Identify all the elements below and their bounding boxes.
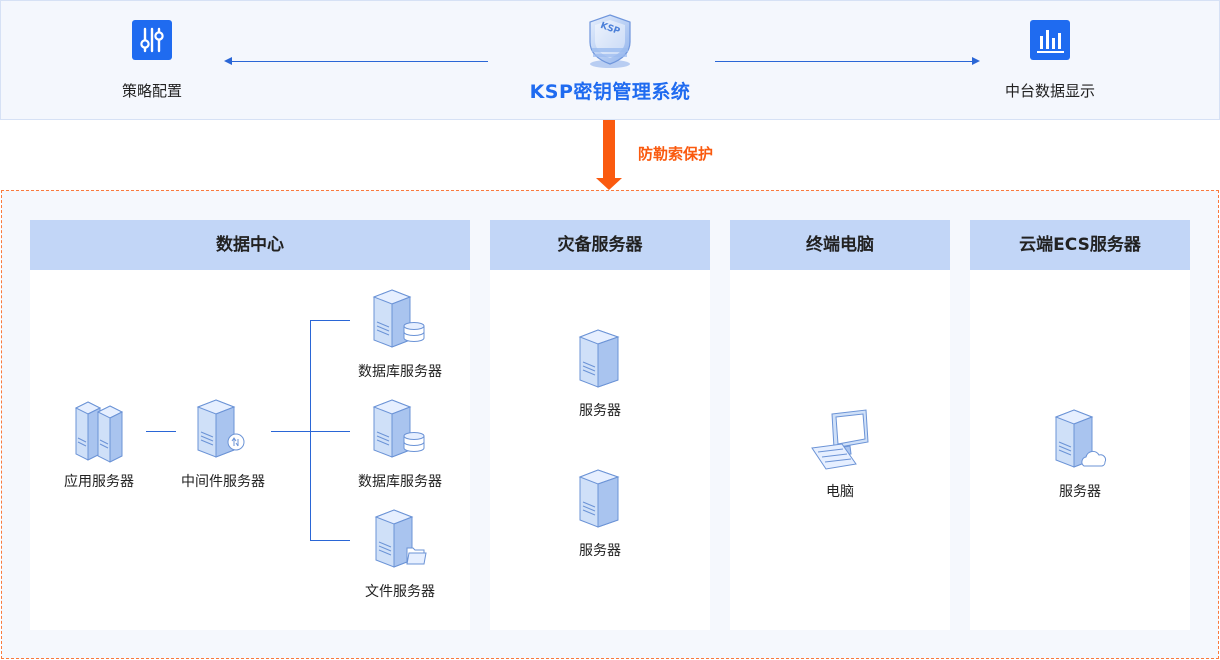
protection-label: 防勒索保护 xyxy=(638,145,714,163)
arrow-head-left xyxy=(224,57,232,65)
arrow-line-right xyxy=(715,61,972,62)
bar-chart-icon[interactable] xyxy=(1030,20,1070,60)
sliders-icon[interactable] xyxy=(132,20,172,60)
arrow-line-left xyxy=(231,61,488,62)
panel-datacenter-title: 数据中心 xyxy=(30,220,470,270)
cloud-server-label: 服务器 xyxy=(1059,484,1101,500)
disaster-server-1-icon[interactable] xyxy=(578,328,622,394)
disaster-server-2-icon[interactable] xyxy=(578,468,622,534)
connector-middleware-branch xyxy=(271,431,310,432)
system-title: KSP密钥管理系统 xyxy=(529,81,691,103)
connector-app-middleware xyxy=(146,431,176,432)
desktop-pc-icon[interactable] xyxy=(810,408,872,474)
file-server-icon[interactable] xyxy=(374,508,428,574)
panel-terminal-title: 终端电脑 xyxy=(730,220,950,270)
db-server-2-label: 数据库服务器 xyxy=(358,474,442,490)
connector-branch-db2 xyxy=(310,431,350,432)
strategy-config-label: 策略配置 xyxy=(121,82,182,100)
protection-arrow-shaft xyxy=(603,120,615,178)
data-display-label: 中台数据显示 xyxy=(1004,82,1095,100)
pc-label: 电脑 xyxy=(826,484,854,500)
panel-cloud-title: 云端ECS服务器 xyxy=(970,220,1190,270)
connector-branch-db1 xyxy=(310,320,350,321)
disaster-server-1-label: 服务器 xyxy=(579,403,621,419)
protection-arrow-head xyxy=(596,178,622,190)
app-server-icon[interactable] xyxy=(74,398,126,466)
middleware-server-icon[interactable] xyxy=(196,398,246,462)
cloud-server-icon[interactable] xyxy=(1054,408,1110,474)
arrow-head-right xyxy=(972,57,980,65)
db-server-2-icon[interactable] xyxy=(372,398,426,462)
middleware-server-label: 中间件服务器 xyxy=(181,474,265,490)
panel-disaster: 灾备服务器 xyxy=(490,220,710,630)
connector-branch-file xyxy=(310,540,350,541)
app-server-label: 应用服务器 xyxy=(64,474,134,490)
db-server-1-label: 数据库服务器 xyxy=(358,364,442,380)
disaster-server-2-label: 服务器 xyxy=(579,543,621,559)
panel-disaster-title: 灾备服务器 xyxy=(490,220,710,270)
connector-branch-vertical xyxy=(310,320,311,540)
db-server-1-icon[interactable] xyxy=(372,288,426,352)
ksp-shield-icon: KSP xyxy=(583,12,637,70)
file-server-label: 文件服务器 xyxy=(365,584,435,600)
